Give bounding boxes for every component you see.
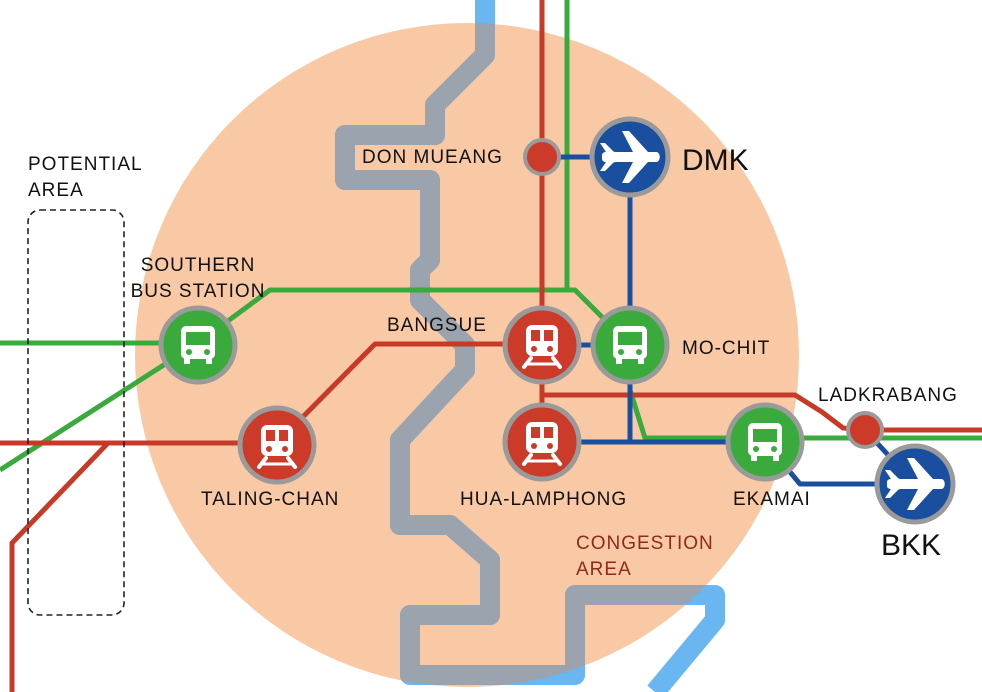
bangsue-station[interactable]: [502, 305, 582, 385]
southern-bus-station-label-1: SOUTHERN: [141, 255, 256, 276]
station-dot-icon: [523, 138, 561, 176]
hua-lamphong-label: HUA-LAMPHONG: [460, 489, 627, 510]
mo-chit-station[interactable]: [590, 305, 670, 385]
mo-chit-label: MO-CHIT: [682, 338, 770, 359]
bus-icon: [613, 326, 647, 364]
bangsue-label: BANGSUE: [387, 315, 487, 336]
ladkrabang-stop[interactable]: [846, 411, 884, 449]
southern-bus-station-label-2: BUS STATION: [131, 281, 266, 302]
bus-icon: [748, 423, 782, 461]
potential-area-label-1: POTENTIAL: [28, 154, 143, 175]
dmk-airport[interactable]: [589, 116, 671, 198]
potential-area-label-2: AREA: [28, 180, 84, 201]
congestion-area-label-2: AREA: [576, 559, 632, 580]
ladkrabang-label: LADKRABANG: [818, 385, 958, 406]
ekamai-label: EKAMAI: [733, 489, 811, 510]
station-dot-icon: [846, 411, 884, 449]
taling-chan-label: TALING-CHAN: [201, 489, 339, 510]
bkk-label: BKK: [881, 529, 941, 562]
bkk-airport[interactable]: [874, 443, 956, 525]
hua-lamphong-station[interactable]: [502, 402, 582, 482]
don-mueang-label: DON MUEANG: [362, 147, 503, 168]
taling-chan-station[interactable]: [237, 405, 317, 485]
dmk-label: DMK: [682, 144, 749, 177]
southern-bus-station[interactable]: [158, 305, 238, 385]
potential-area-box: [27, 209, 125, 616]
river-inside-line: [335, 23, 725, 687]
bus-icon: [181, 326, 215, 364]
ekamai-station[interactable]: [725, 402, 805, 482]
don-mueang-stop[interactable]: [523, 138, 561, 176]
congestion-area-label-1: CONGESTION: [576, 533, 714, 554]
